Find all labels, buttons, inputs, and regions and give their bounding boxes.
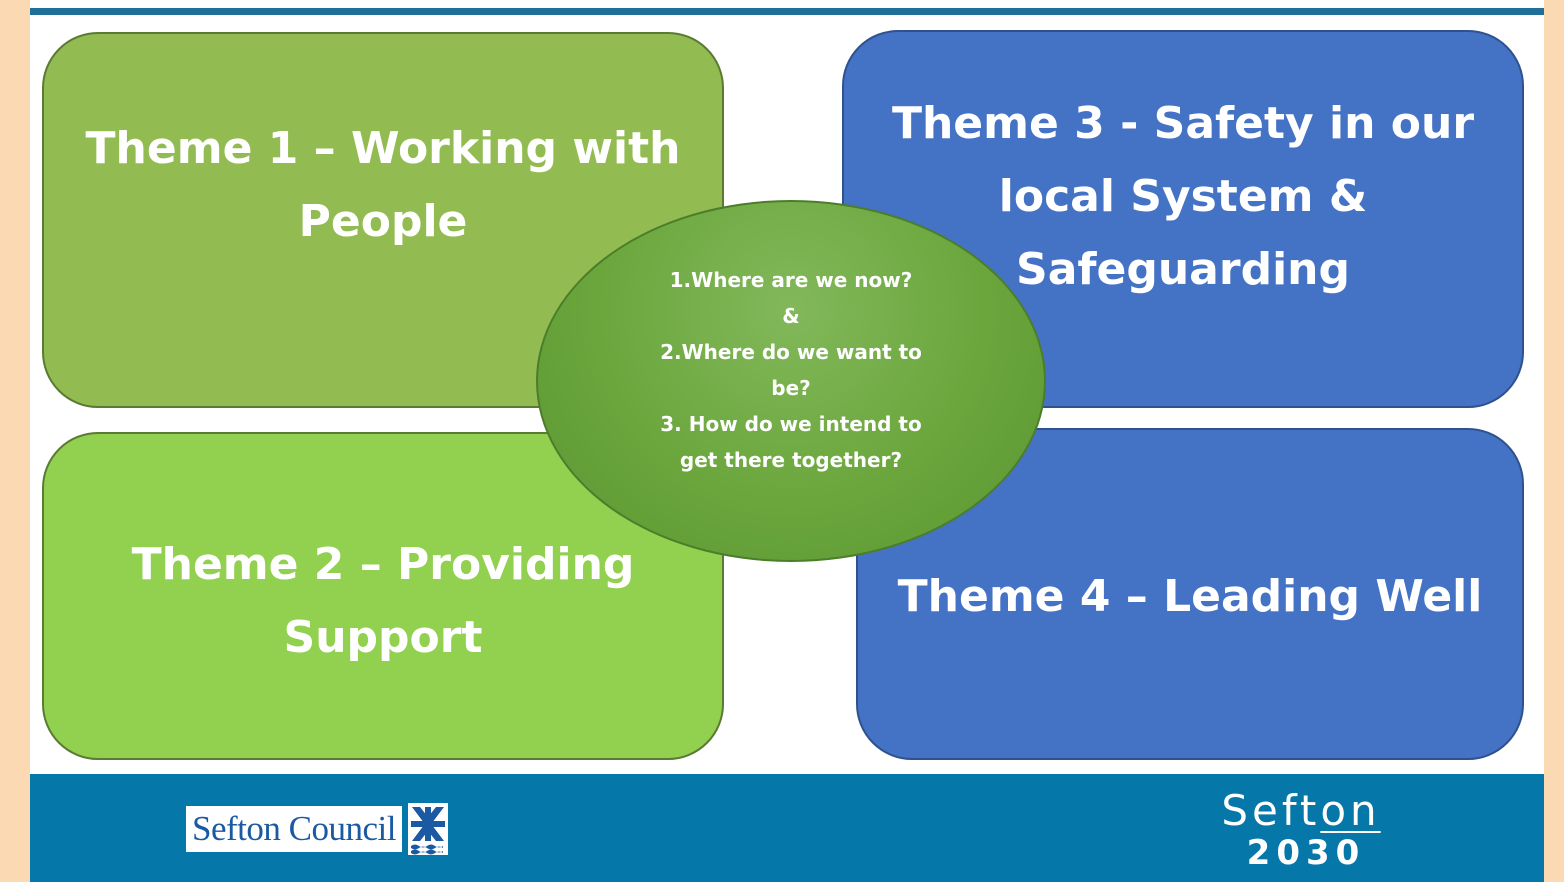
theme-3-line-2: local System &: [998, 170, 1368, 222]
theme-2-line-1: Theme 2 – Providing: [131, 539, 635, 590]
question-2: 2.Where do we want to: [660, 340, 922, 364]
sefton-council-logo: Sefton Council: [186, 803, 448, 855]
center-questions-ellipse: 1.Where are we now? & 2.Where do we want…: [536, 200, 1046, 562]
brand-word-suffix: on: [1320, 786, 1381, 835]
question-3-cont: get there together?: [679, 448, 903, 472]
question-2-cont: be?: [771, 376, 811, 400]
footer-bar: Sefton Council Sefton 2030: [30, 774, 1544, 882]
sefton-2030-logo: Sefton 2030: [1206, 786, 1396, 870]
question-1: 1.Where are we now?: [669, 268, 913, 292]
question-3: 3. How do we intend to: [660, 412, 922, 436]
theme-1-line-2: People: [298, 196, 468, 247]
theme-2-line-2: Support: [283, 612, 483, 663]
theme-4-box: Theme 4 – Leading Well: [856, 428, 1524, 760]
question-ampersand: &: [782, 304, 800, 328]
theme-1-line-1: Theme 1 – Working with: [85, 123, 681, 174]
brand-year: 2030: [1246, 833, 1366, 873]
slide: Theme 1 – Working with People Theme 2 – …: [30, 0, 1544, 882]
theme-3-line-3: Safeguarding: [1016, 243, 1350, 295]
theme-4-line-1: Theme 4 – Leading Well: [897, 570, 1483, 622]
top-rule: [30, 8, 1544, 15]
theme-3-line-1: Theme 3 - Safety in our: [891, 97, 1475, 149]
council-logo-text: Sefton Council: [186, 806, 402, 852]
theme-1-box: Theme 1 – Working with People: [42, 32, 724, 408]
brand-word-prefix: Seft: [1221, 786, 1321, 835]
council-crest-icon: [407, 803, 448, 855]
